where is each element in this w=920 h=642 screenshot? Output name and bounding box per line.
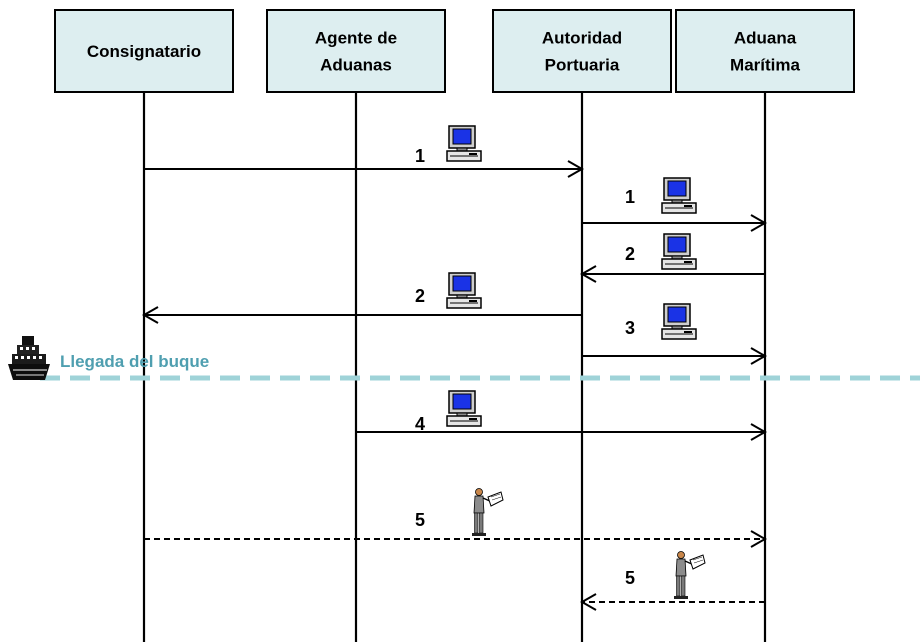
message-2: 1 (582, 177, 768, 232)
participant-label: Agente de (315, 29, 397, 48)
participant-box (54, 9, 234, 93)
message-number: 5 (625, 568, 635, 588)
computer-icon (446, 390, 482, 427)
participant-label: Consignatario (87, 42, 201, 61)
computer-icon (446, 125, 482, 162)
message-7: 5 (144, 487, 768, 548)
computer-icon (661, 303, 697, 340)
participant-box (266, 9, 446, 93)
message-number: 4 (415, 414, 425, 434)
message-4: 2 (141, 272, 582, 324)
message-1: 1 (144, 125, 585, 178)
arrow-head (750, 423, 768, 441)
person-with-document-icon (471, 487, 504, 537)
messages: 1 1 2 2 3 4 5 5 (141, 125, 768, 611)
event-divider: Llegada del buque (8, 336, 920, 381)
computer-icon (661, 177, 697, 214)
computer-icon (661, 233, 697, 270)
participant-agente: Agente de Aduanas (266, 9, 446, 642)
message-number: 5 (415, 510, 425, 530)
message-number: 1 (625, 187, 635, 207)
arrow-head (579, 593, 597, 611)
arrow-head (141, 306, 159, 324)
arrow-head (750, 530, 768, 548)
participant-box (492, 9, 672, 93)
arrow-head (750, 214, 768, 232)
participant-label: Portuaria (545, 56, 620, 75)
participant-label: Marítima (730, 56, 800, 75)
participants: Consignatario Agente de Aduanas AutoridadPo… (54, 9, 855, 642)
message-number: 2 (415, 286, 425, 306)
message-8: 5 (579, 550, 765, 611)
participant-consignatario: Consignatario (54, 9, 234, 642)
message-number: 3 (625, 318, 635, 338)
event-label: Llegada del buque (60, 352, 209, 371)
person-with-document-icon (673, 550, 706, 600)
participant-label: Autoridad (542, 29, 622, 48)
participant-label: Aduanas (320, 56, 392, 75)
computer-icon (446, 272, 482, 309)
arrow-head (750, 347, 768, 365)
message-number: 2 (625, 244, 635, 264)
participant-box (675, 9, 855, 93)
arrow-head (567, 160, 585, 178)
message-3: 2 (579, 233, 765, 283)
message-6: 4 (356, 390, 768, 441)
ship-icon (8, 336, 50, 380)
participant-label: Aduana (734, 29, 797, 48)
message-5: 3 (582, 303, 768, 365)
arrow-head (579, 265, 597, 283)
message-number: 1 (415, 146, 425, 166)
